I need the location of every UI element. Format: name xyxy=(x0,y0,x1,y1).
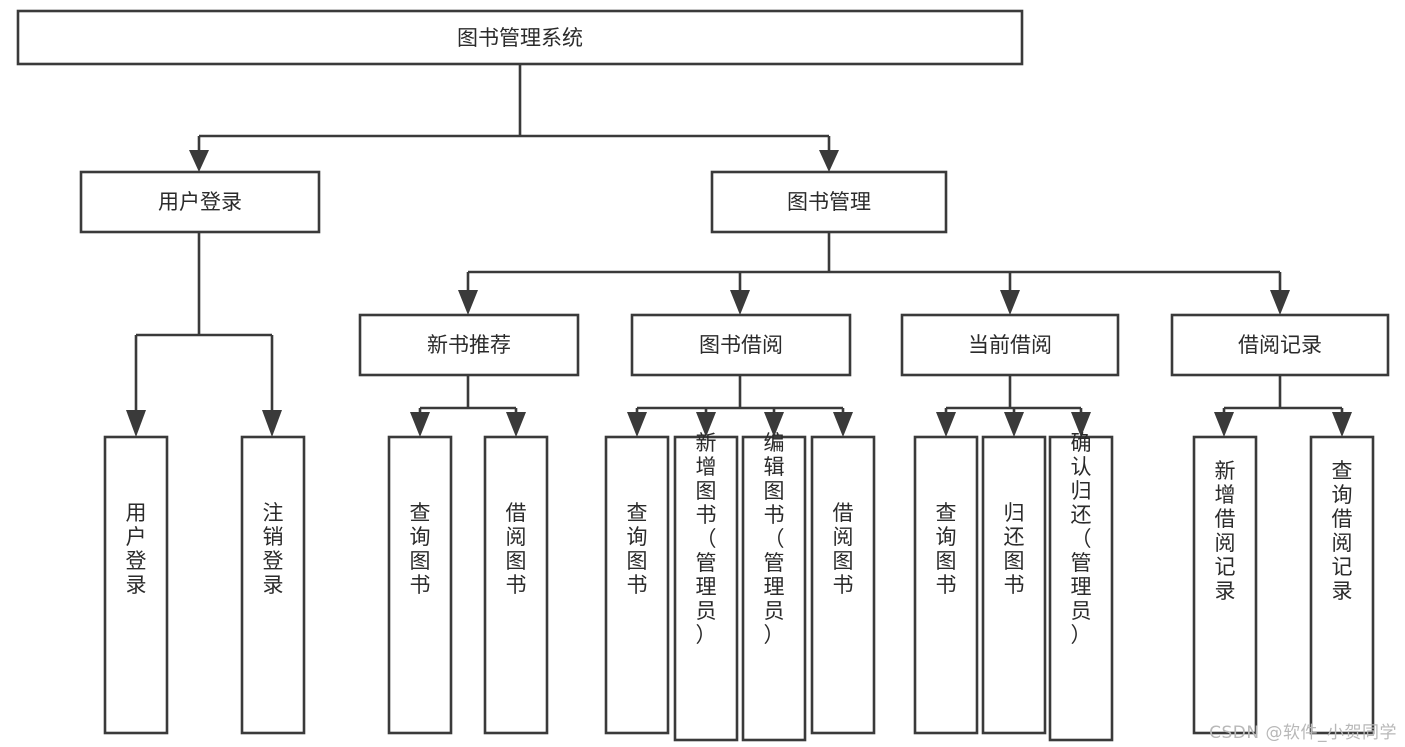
leaf-bb-add-book-box[interactable] xyxy=(673,435,739,742)
leaf-user-login[interactable]: 用户登录 xyxy=(103,435,169,735)
node-book-manage-box[interactable] xyxy=(710,170,948,234)
leaf-bb-edit-book[interactable]: 编辑图书（管理员） xyxy=(741,431,807,742)
node-user-login-label: 用户登录 xyxy=(158,190,242,214)
leaf-bb-query-book-label: 查询图书 xyxy=(627,501,648,597)
node-new-book-recommend[interactable]: 新书推荐 xyxy=(358,313,580,377)
leaf-user-login-label: 用户登录 xyxy=(126,501,147,597)
arrow-to-leaf-cb-confirm xyxy=(1071,412,1091,437)
node-user-login-box[interactable] xyxy=(79,170,321,234)
node-borrow-record-label: 借阅记录 xyxy=(1238,333,1322,357)
arrow-to-leaf-bb-edit xyxy=(764,412,784,437)
node-borrow-record-box[interactable] xyxy=(1170,313,1390,377)
arrow-to-leaf-nb-query xyxy=(410,412,430,437)
leaf-cb-confirm-return[interactable]: 确认归还（管理员） xyxy=(1048,431,1114,742)
leaf-nb-query-book-box[interactable] xyxy=(387,435,453,735)
leaf-br-add-record[interactable]: 新增借阅记录 xyxy=(1192,435,1258,735)
leaf-bb-borrow-book-box[interactable] xyxy=(810,435,876,735)
leaf-cb-query-book-label: 查询图书 xyxy=(936,501,957,597)
leaf-cb-return-book[interactable]: 归还图书 xyxy=(981,435,1047,735)
leaf-bb-query-book-box[interactable] xyxy=(604,435,670,735)
node-current-borrow-label: 当前借阅 xyxy=(968,333,1052,357)
arrow-to-leaf-bb-add xyxy=(696,412,716,437)
arrow-to-current-borrow xyxy=(1000,290,1020,315)
arrow-to-leaf-br-query xyxy=(1332,412,1352,437)
node-root-label: 图书管理系统 xyxy=(457,26,583,50)
leaf-logout[interactable]: 注销登录 xyxy=(240,435,306,735)
arrow-to-leaf-br-add xyxy=(1214,412,1234,437)
arrow-to-borrow-record xyxy=(1270,290,1290,315)
leaf-bb-add-book-label: 新增图书（管理员） xyxy=(696,431,717,647)
leaf-br-add-record-label: 新增借阅记录 xyxy=(1215,459,1236,603)
arrow-to-leaf-logout xyxy=(262,410,282,437)
node-borrow-record[interactable]: 借阅记录 xyxy=(1170,313,1390,377)
arrow-to-user-login xyxy=(189,150,209,172)
arrow-to-leaf-user-login xyxy=(126,410,146,437)
node-book-borrow-box[interactable] xyxy=(630,313,852,377)
arrow-to-leaf-cb-return xyxy=(1004,412,1024,437)
arrow-to-leaf-bb-borrow xyxy=(833,412,853,437)
leaf-bb-query-book[interactable]: 查询图书 xyxy=(604,435,670,735)
leaf-user-login-box[interactable] xyxy=(103,435,169,735)
leaf-bb-add-book[interactable]: 新增图书（管理员） xyxy=(673,431,739,742)
node-book-manage[interactable]: 图书管理 xyxy=(710,170,948,234)
leaf-br-query-record[interactable]: 查询借阅记录 xyxy=(1309,435,1375,735)
leaf-br-query-record-box[interactable] xyxy=(1309,435,1375,735)
leaf-bb-borrow-book[interactable]: 借阅图书 xyxy=(810,435,876,735)
leaf-nb-borrow-book[interactable]: 借阅图书 xyxy=(483,435,549,735)
leaf-br-add-record-box[interactable] xyxy=(1192,435,1258,735)
node-root-box[interactable] xyxy=(16,9,1024,66)
leaf-bb-edit-book-box[interactable] xyxy=(741,435,807,742)
arrow-to-leaf-cb-query xyxy=(936,412,956,437)
leaf-bb-borrow-book-label: 借阅图书 xyxy=(833,501,854,597)
node-book-borrow-label: 图书借阅 xyxy=(699,333,783,357)
csdn-watermark: CSDN @软件_小贺同学 xyxy=(1209,723,1397,743)
leaf-bb-edit-book-label: 编辑图书（管理员） xyxy=(764,431,785,647)
leaf-cb-confirm-return-label: 确认归还（管理员） xyxy=(1071,431,1092,647)
node-root[interactable]: 图书管理系统 xyxy=(16,9,1024,66)
arrow-to-new-book xyxy=(458,290,478,315)
connector-layer xyxy=(126,64,1352,437)
leaf-cb-query-book[interactable]: 查询图书 xyxy=(913,435,979,735)
node-book-borrow[interactable]: 图书借阅 xyxy=(630,313,852,377)
arrow-to-leaf-nb-borrow xyxy=(506,412,526,437)
node-current-borrow[interactable]: 当前借阅 xyxy=(900,313,1120,377)
leaf-nb-borrow-book-box[interactable] xyxy=(483,435,549,735)
leaf-nb-query-book[interactable]: 查询图书 xyxy=(387,435,453,735)
arrow-to-book-manage xyxy=(819,150,839,172)
node-new-book-recommend-box[interactable] xyxy=(358,313,580,377)
leaf-br-query-record-label: 查询借阅记录 xyxy=(1332,459,1353,603)
node-current-borrow-box[interactable] xyxy=(900,313,1120,377)
arrow-to-leaf-bb-query xyxy=(627,412,647,437)
arrow-to-book-borrow xyxy=(730,290,750,315)
leaf-cb-return-book-box[interactable] xyxy=(981,435,1047,735)
leaf-cb-confirm-return-box[interactable] xyxy=(1048,435,1114,742)
leaf-cb-query-book-box[interactable] xyxy=(913,435,979,735)
leaf-logout-label: 注销登录 xyxy=(263,501,284,597)
node-book-manage-label: 图书管理 xyxy=(787,190,871,214)
leaf-cb-return-book-label: 归还图书 xyxy=(1004,501,1025,597)
node-new-book-recommend-label: 新书推荐 xyxy=(427,333,511,357)
leaf-nb-borrow-book-label: 借阅图书 xyxy=(506,501,527,597)
leaf-logout-box[interactable] xyxy=(240,435,306,735)
leaf-nb-query-book-label: 查询图书 xyxy=(410,501,431,597)
node-user-login[interactable]: 用户登录 xyxy=(79,170,321,234)
